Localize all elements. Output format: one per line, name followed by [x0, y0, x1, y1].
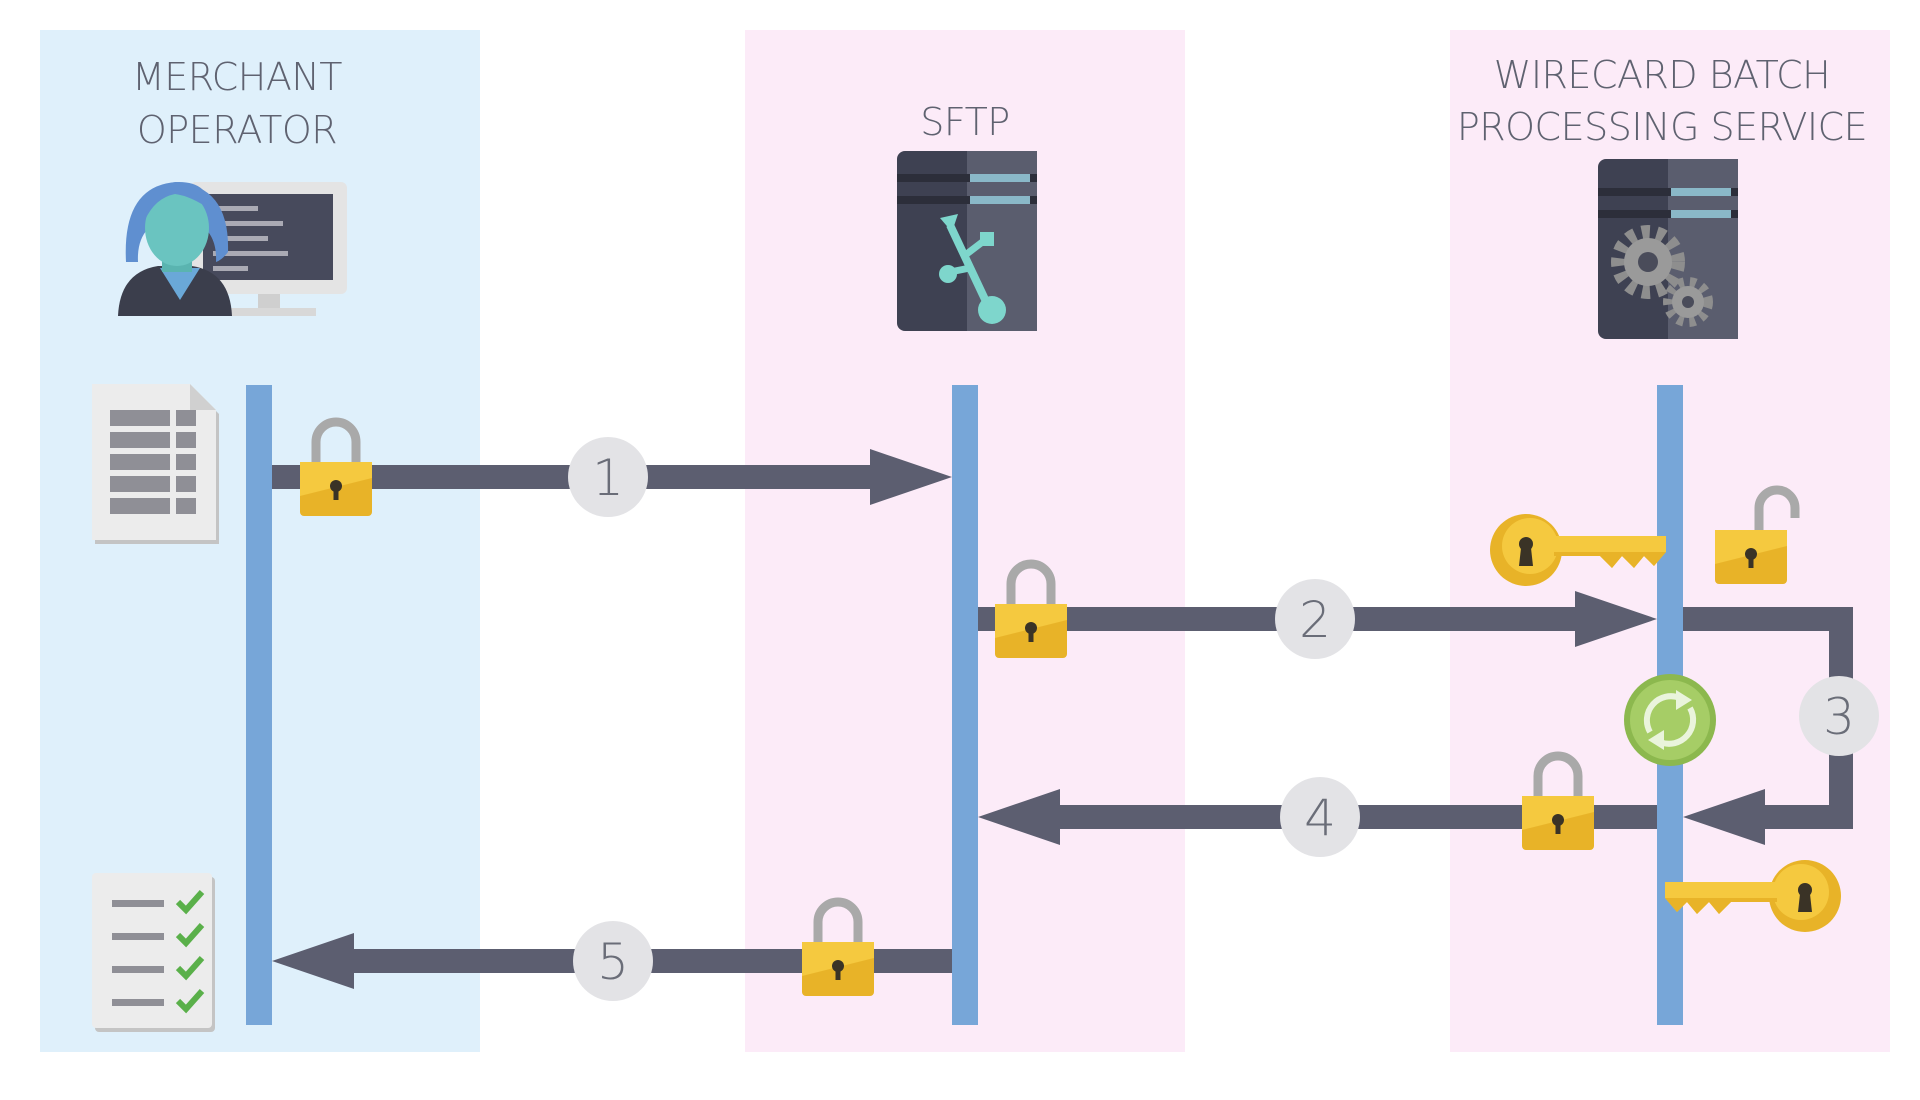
step-5-badge: 5 — [573, 921, 653, 1001]
step-2-number: 2 — [1299, 591, 1331, 649]
step-5-number: 5 — [597, 933, 629, 991]
step-3-number: 3 — [1823, 688, 1855, 746]
step-4-number: 4 — [1304, 789, 1336, 847]
merchant-title-line1: MERCHANT — [132, 55, 342, 99]
sftp-server-usb-icon — [897, 151, 1037, 331]
step-1-badge: 1 — [568, 437, 648, 517]
step-4-badge: 4 — [1280, 777, 1360, 857]
processing-server-gears-icon — [1598, 159, 1738, 339]
response-checklist-document-icon — [92, 873, 215, 1032]
step-1-number: 1 — [592, 449, 624, 507]
lifeline-merchant — [246, 385, 272, 1025]
step-3-badge: 3 — [1799, 676, 1879, 756]
sftp-title: SFTP — [920, 100, 1009, 144]
refresh-process-icon — [1624, 674, 1716, 766]
merchant-title-line2: OPERATOR — [137, 108, 337, 152]
step-2-badge: 2 — [1275, 579, 1355, 659]
batch-file-document-icon — [92, 384, 219, 544]
wirecard-title-line2: PROCESSING SERVICE — [1457, 105, 1867, 149]
wirecard-title-line1: WIRECARD BATCH — [1494, 53, 1830, 97]
lifeline-sftp — [952, 385, 978, 1025]
operator-at-computer-icon — [118, 182, 347, 316]
